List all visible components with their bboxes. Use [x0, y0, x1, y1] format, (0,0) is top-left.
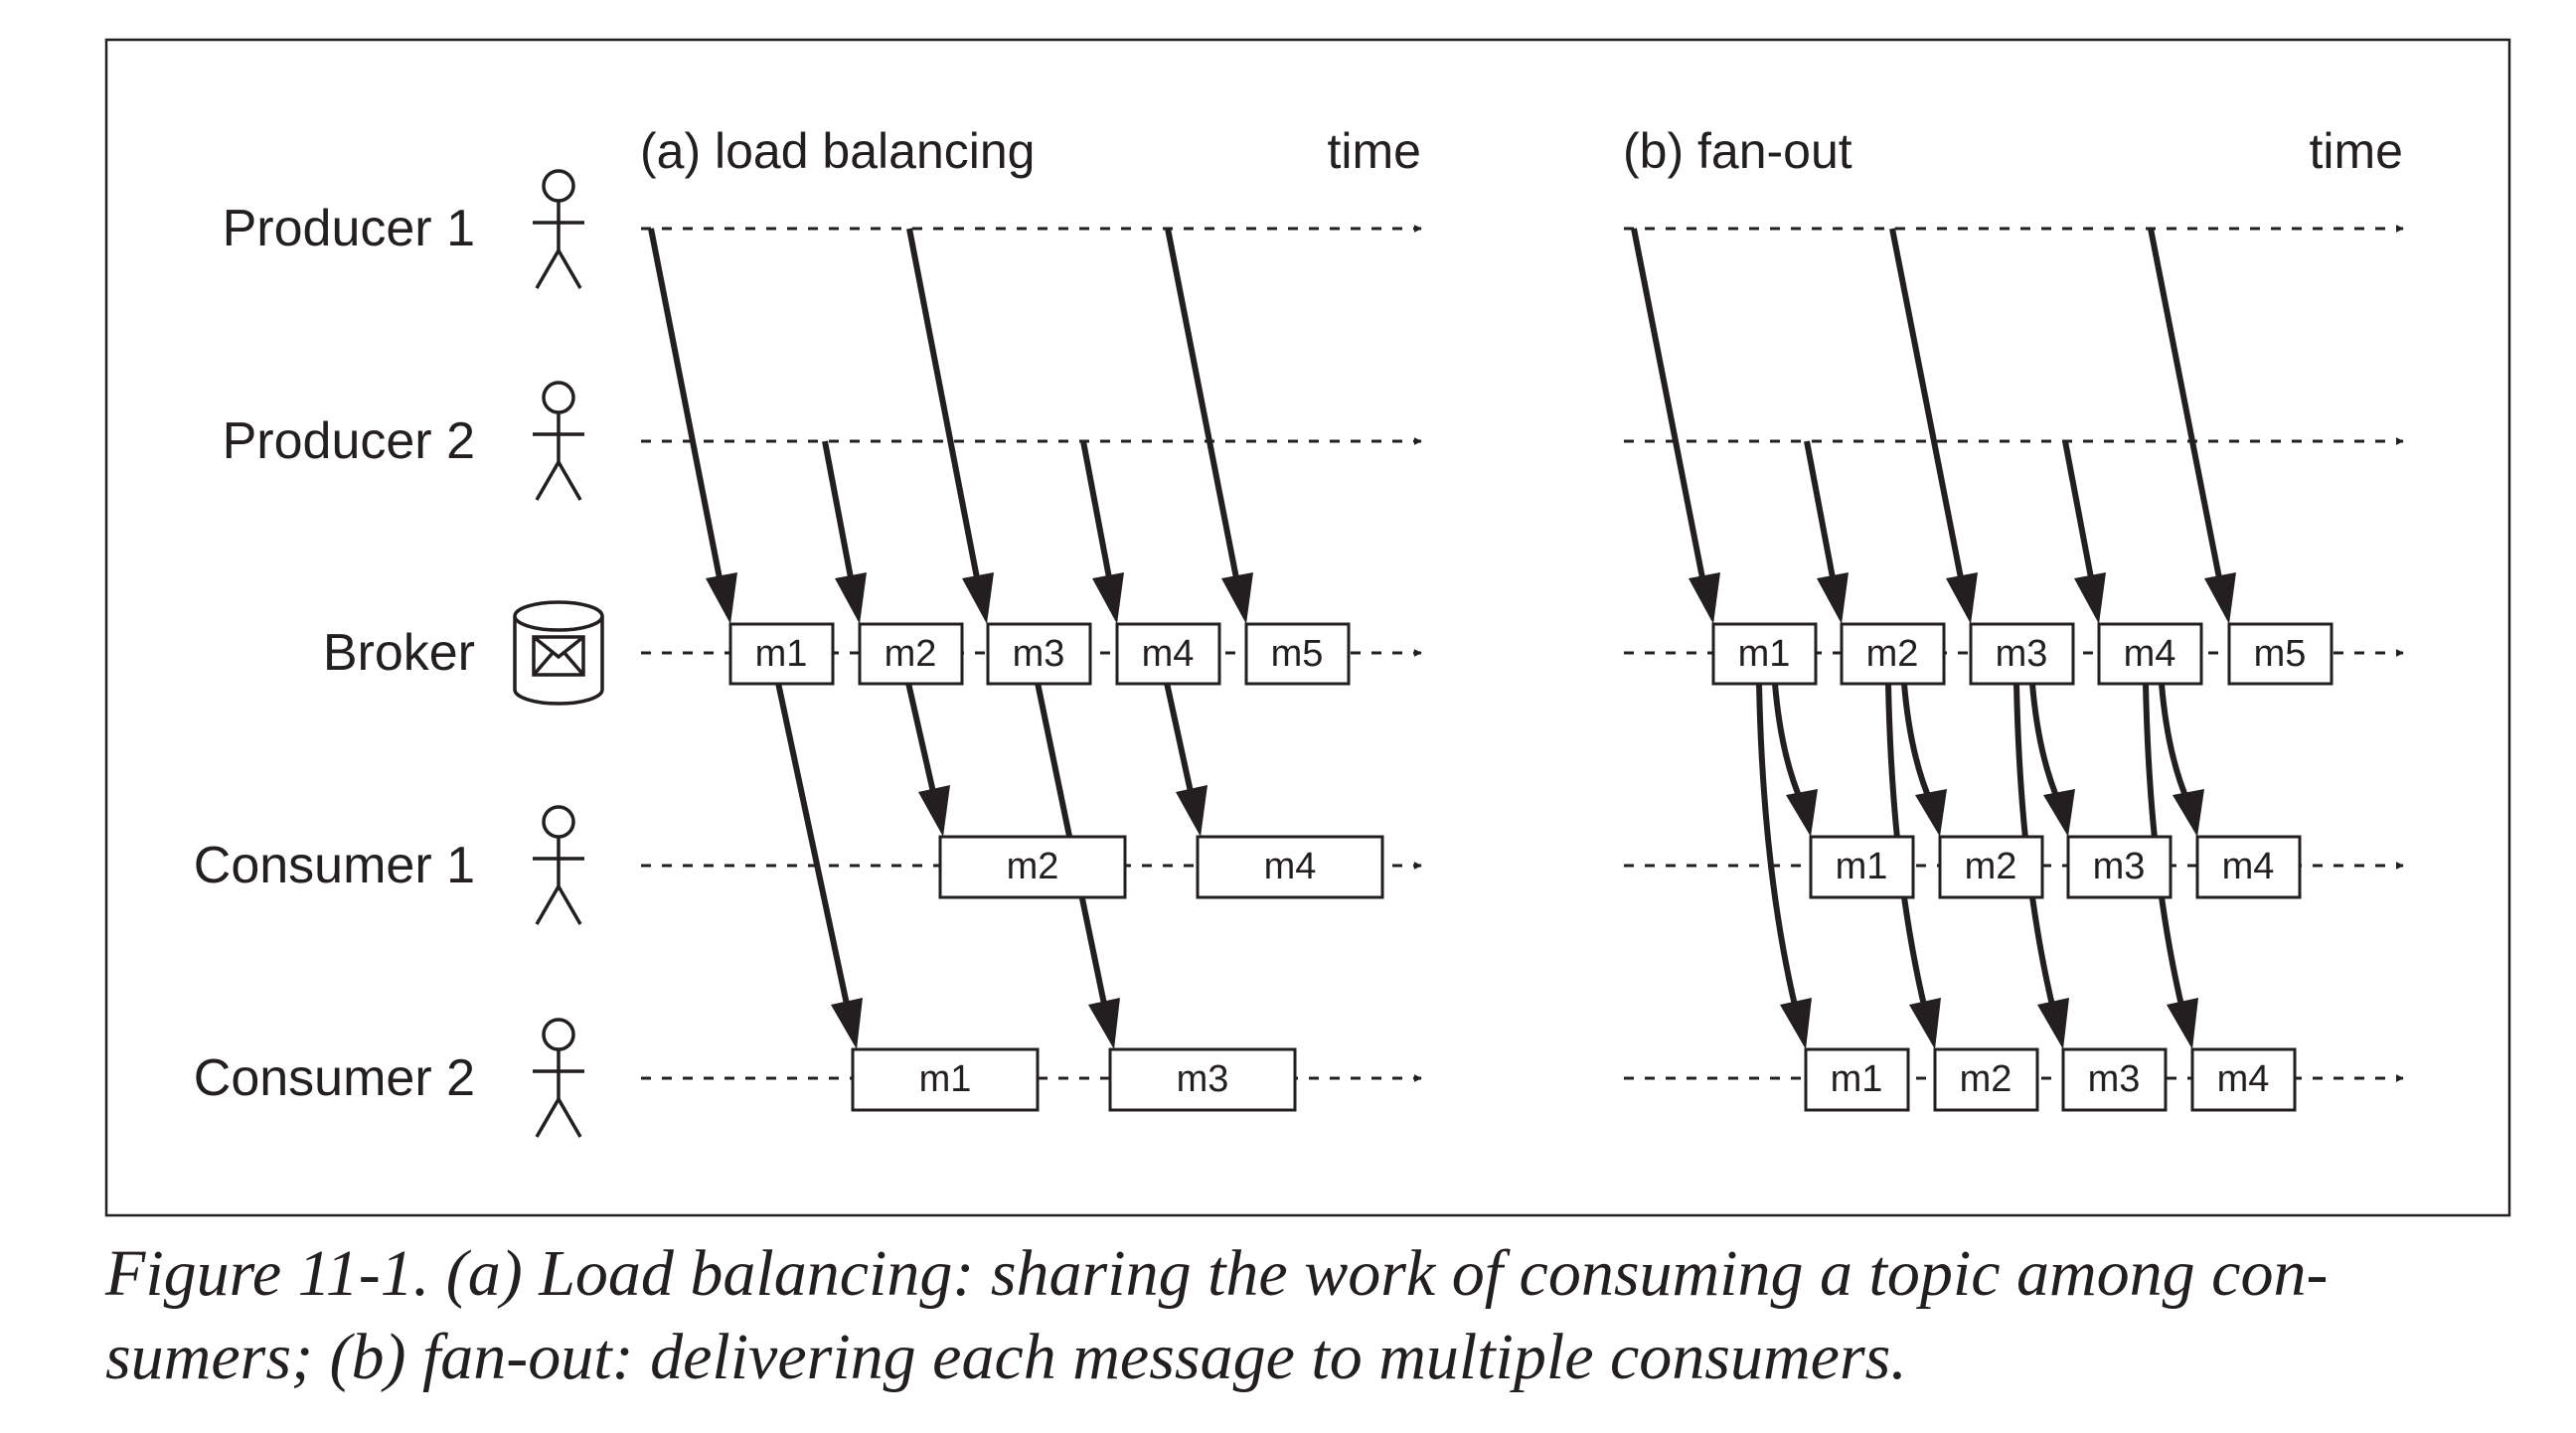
panel-title: (a) load balancing: [640, 123, 1036, 179]
person-icon: [533, 805, 584, 925]
svg-text:m1: m1: [755, 633, 808, 675]
svg-text:m5: m5: [2254, 633, 2307, 675]
svg-text:m1: m1: [919, 1058, 972, 1100]
message-box: m2: [1938, 835, 2044, 899]
message-box: m1: [1809, 835, 1915, 899]
message-box: m1: [1804, 1047, 1910, 1112]
svg-text:m4: m4: [1142, 633, 1195, 675]
actor-label-consumer-1: Consumer 1: [194, 837, 475, 894]
arrow-producer2-to-broker-m4: [1080, 440, 1124, 624]
svg-text:m1: m1: [1836, 846, 1888, 887]
message-box: m2: [1840, 622, 1946, 686]
svg-text:m2: m2: [1960, 1058, 2012, 1100]
svg-text:m2: m2: [1965, 846, 2017, 887]
arrow-producer1-to-broker-m5: [2148, 228, 2236, 624]
panel-fan-out: (b) fan-out time m1 m2: [1623, 123, 2404, 1112]
actor-label-broker: Broker: [323, 624, 475, 682]
actor-label-consumer-2: Consumer 2: [194, 1049, 475, 1107]
message-box: m3: [1969, 622, 2075, 686]
svg-text:m4: m4: [1264, 846, 1317, 887]
person-icon: [533, 1018, 584, 1138]
panel-title: (b) fan-out: [1623, 123, 1852, 179]
figure-frame: [104, 38, 2511, 1217]
message-queue-icon: [513, 600, 604, 706]
svg-text:m3: m3: [1013, 633, 1065, 675]
message-box: m4: [2195, 835, 2302, 899]
svg-text:m3: m3: [1996, 633, 2048, 675]
svg-text:m2: m2: [885, 633, 937, 675]
message-box: m1: [851, 1047, 1040, 1112]
arrow-producer1-to-broker-m1: [648, 228, 737, 624]
svg-text:m4: m4: [2124, 633, 2176, 675]
arrow-broker-m1-to-consumers: [1756, 683, 1818, 1049]
svg-text:m3: m3: [1177, 1058, 1229, 1100]
person-icon: [533, 169, 584, 289]
arrow-producer1-to-broker-m3: [906, 228, 994, 624]
svg-text:m1: m1: [1738, 633, 1791, 675]
caption-line-1: Figure 11-1. (a) Load balancing: sharing…: [105, 1237, 2329, 1310]
figure-caption: Figure 11-1. (a) Load balancing: sharing…: [105, 1232, 2510, 1399]
message-box: m2: [938, 835, 1127, 899]
svg-text:m3: m3: [2088, 1058, 2141, 1100]
message-box: m4: [2190, 1047, 2297, 1112]
message-box: m4: [2097, 622, 2203, 686]
message-box: m3: [986, 622, 1092, 686]
message-box: m3: [2066, 835, 2173, 899]
message-box: m5: [2227, 622, 2334, 686]
message-box: m4: [1115, 622, 1221, 686]
message-box: m1: [1711, 622, 1818, 686]
arrow-broker-m1-to-consumer-2: [775, 682, 863, 1049]
caption-line-2: sumers; (b) fan-out: delivering each mes…: [105, 1321, 1907, 1393]
arrow-broker-m2-to-consumer-1: [905, 682, 950, 837]
person-icon: [533, 381, 584, 501]
arrow-producer2-to-broker-m4: [2062, 440, 2106, 624]
arrow-producer1-to-broker-m1: [1631, 228, 1720, 624]
svg-text:m1: m1: [1831, 1058, 1883, 1100]
message-box: m1: [728, 622, 835, 686]
message-box: m4: [1196, 835, 1384, 899]
arrow-producer1-to-broker-m5: [1165, 228, 1253, 624]
svg-text:m4: m4: [2217, 1058, 2270, 1100]
arrow-producer2-to-broker-m2: [822, 440, 867, 624]
svg-text:m4: m4: [2222, 846, 2275, 887]
svg-text:m3: m3: [2093, 846, 2146, 887]
svg-text:m2: m2: [1866, 633, 1919, 675]
time-label: time: [2310, 123, 2403, 179]
panel-load-balancing: (a) load balancing time m1 m2 m3 m4 m5 m…: [640, 123, 1422, 1112]
actor-label-producer-2: Producer 2: [223, 412, 475, 470]
arrow-broker-m4-to-consumer-1: [1164, 682, 1208, 837]
message-box: m2: [1933, 1047, 2039, 1112]
actor-label-producer-1: Producer 1: [223, 200, 475, 257]
message-box: m3: [1108, 1047, 1297, 1112]
svg-text:m5: m5: [1271, 633, 1324, 675]
message-box: m2: [858, 622, 964, 686]
time-label: time: [1328, 123, 1421, 179]
message-box: m5: [1244, 622, 1351, 686]
arrow-producer1-to-broker-m3: [1889, 228, 1978, 624]
message-box: m3: [2061, 1047, 2168, 1112]
arrow-producer2-to-broker-m2: [1804, 440, 1849, 624]
svg-text:m2: m2: [1007, 846, 1059, 887]
